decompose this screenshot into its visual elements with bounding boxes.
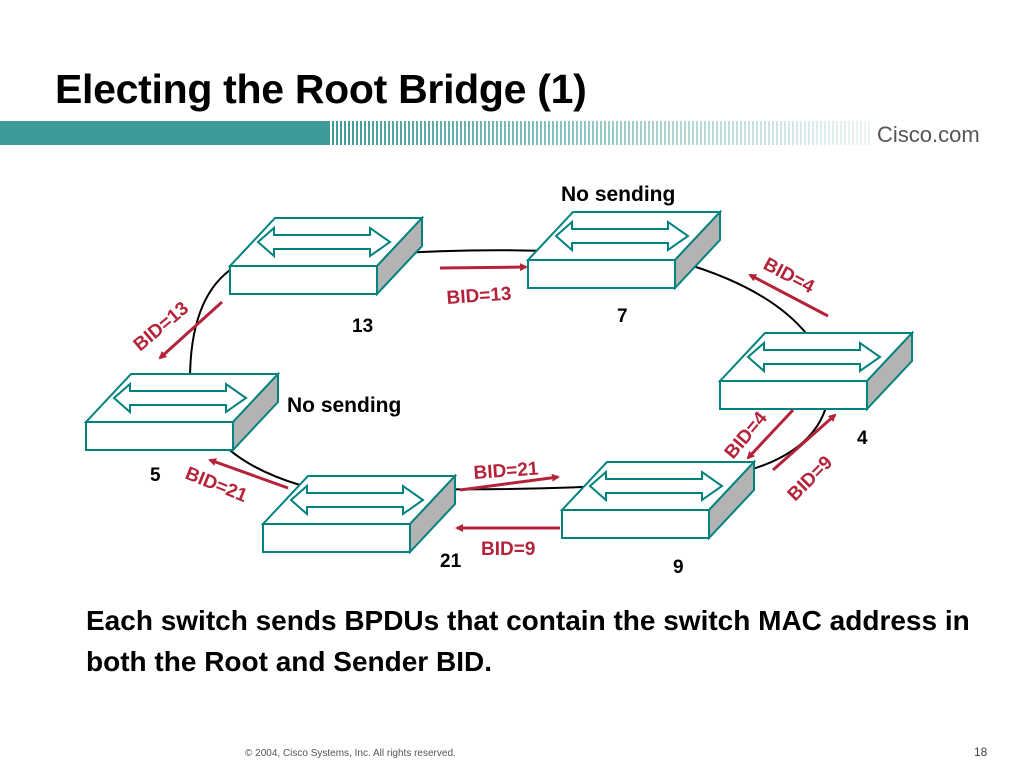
footer-copyright: © 2004, Cisco Systems, Inc. All rights r… [245,748,456,759]
switch-5 [83,371,281,453]
switch-label-13: 13 [352,316,373,337]
bpdu-arrow [208,458,289,490]
bpdu-arrow [746,408,795,460]
switch-label-21: 21 [440,551,462,572]
bpdu-label: BID=13 [446,284,512,309]
switch-13 [227,215,425,297]
switch-label-9: 9 [673,557,684,578]
switch-4 [717,330,915,412]
title-bar [0,121,870,145]
bpdu-label: BID=9 [784,452,837,505]
page-number: 18 [974,745,988,759]
bpdu-label: BID=4 [760,254,818,298]
switch-21 [260,473,458,555]
switch-7 [525,209,723,291]
switch-9 [559,459,757,541]
switch-label-5: 5 [150,465,161,486]
bpdu-label: BID=4 [721,408,772,463]
switch-label-4: 4 [857,428,868,449]
bpdu-arrow [772,413,837,472]
body-text: Each switch sends BPDUs that contain the… [86,605,970,677]
bpdu-arrow [748,273,829,318]
switch-label-7: 7 [617,306,628,327]
bpdu-label: BID=13 [130,298,193,356]
bpdu-label: BID=21 [473,458,540,484]
no-sending-label-left: No sending [287,394,402,417]
bpdu-label: BID=9 [481,539,535,560]
bpdu-arrow [439,263,528,272]
no-sending-label-top: No sending [561,183,676,206]
bpdu-arrow [459,473,560,492]
slide-title: Electing the Root Bridge (1) [55,66,587,112]
bpdu-arrow [158,300,224,360]
cisco-logo: Cisco.com [877,122,980,147]
